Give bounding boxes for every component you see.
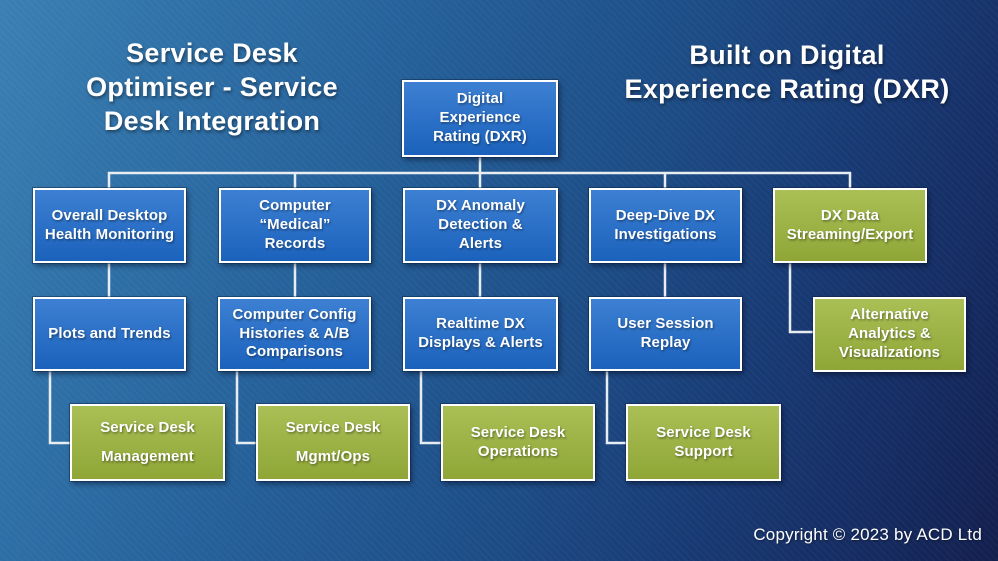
node-alternative-analytics: Alternative Analytics & Visualizations [813,297,966,372]
node-sd-operations: Service Desk Operations [441,404,595,481]
connector-elbow-col5 [788,263,814,334]
node-label-alternative-analytics: Alternative Analytics & Visualizations [838,306,941,361]
node-sd-support: Service Desk Support [626,404,781,481]
connector-elbow-row4-1 [48,371,71,445]
node-label-sd-support: Service Desk Support [656,423,751,460]
connector-elbow-row4-4 [605,371,627,445]
node-label-computer-config: Computer Config Histories & A/B Comparis… [232,305,357,361]
node-label-realtime-dx: Realtime DX Displays & Alerts [418,315,543,351]
connector-elbow-row4-3 [419,371,442,445]
node-label-sd-mgmt-ops: Service Desk Mgmt/Ops [285,419,381,465]
node-user-session-replay: User Session Replay [589,297,742,371]
node-computer-medical: Computer “Medical” Records [219,188,371,263]
node-realtime-dx: Realtime DX Displays & Alerts [403,297,558,371]
node-label-deep-dive: Deep-Dive DX Investigations [614,206,717,243]
node-label-dx-anomaly: DX Anomaly Detection & Alerts [436,197,525,252]
node-plots-trends: Plots and Trends [33,297,186,371]
node-overall-desktop: Overall Desktop Health Monitoring [33,188,186,263]
connector-elbow-row4-2 [235,371,257,445]
node-label-dx-data-streaming: DX Data Streaming/Export [786,206,914,243]
node-sd-mgmt-ops: Service Desk Mgmt/Ops [256,404,410,481]
node-dx-anomaly: DX Anomaly Detection & Alerts [403,188,558,263]
node-label-computer-medical: Computer “Medical” Records [259,197,331,252]
node-label-sd-operations: Service Desk Operations [470,423,566,460]
node-dx-data-streaming: DX Data Streaming/Export [773,188,927,263]
title-right: Built on Digital Experience Rating (DXR) [624,40,950,105]
node-computer-config: Computer Config Histories & A/B Comparis… [218,297,371,371]
node-label-dxr-root: Digital Experience Rating (DXR) [433,90,527,145]
node-label-user-session-replay: User Session Replay [617,315,714,351]
node-label-sd-management: Service Desk Management [100,419,195,465]
title-left: Service Desk Optimiser - Service Desk In… [86,38,338,137]
node-deep-dive: Deep-Dive DX Investigations [589,188,742,263]
node-label-plots-trends: Plots and Trends [48,324,171,342]
node-dxr-root: Digital Experience Rating (DXR) [402,80,558,157]
copyright-text: Copyright © 2023 by ACD Ltd [753,525,982,544]
node-sd-management: Service Desk Management [70,404,225,481]
node-label-overall-desktop: Overall Desktop Health Monitoring [44,206,175,243]
